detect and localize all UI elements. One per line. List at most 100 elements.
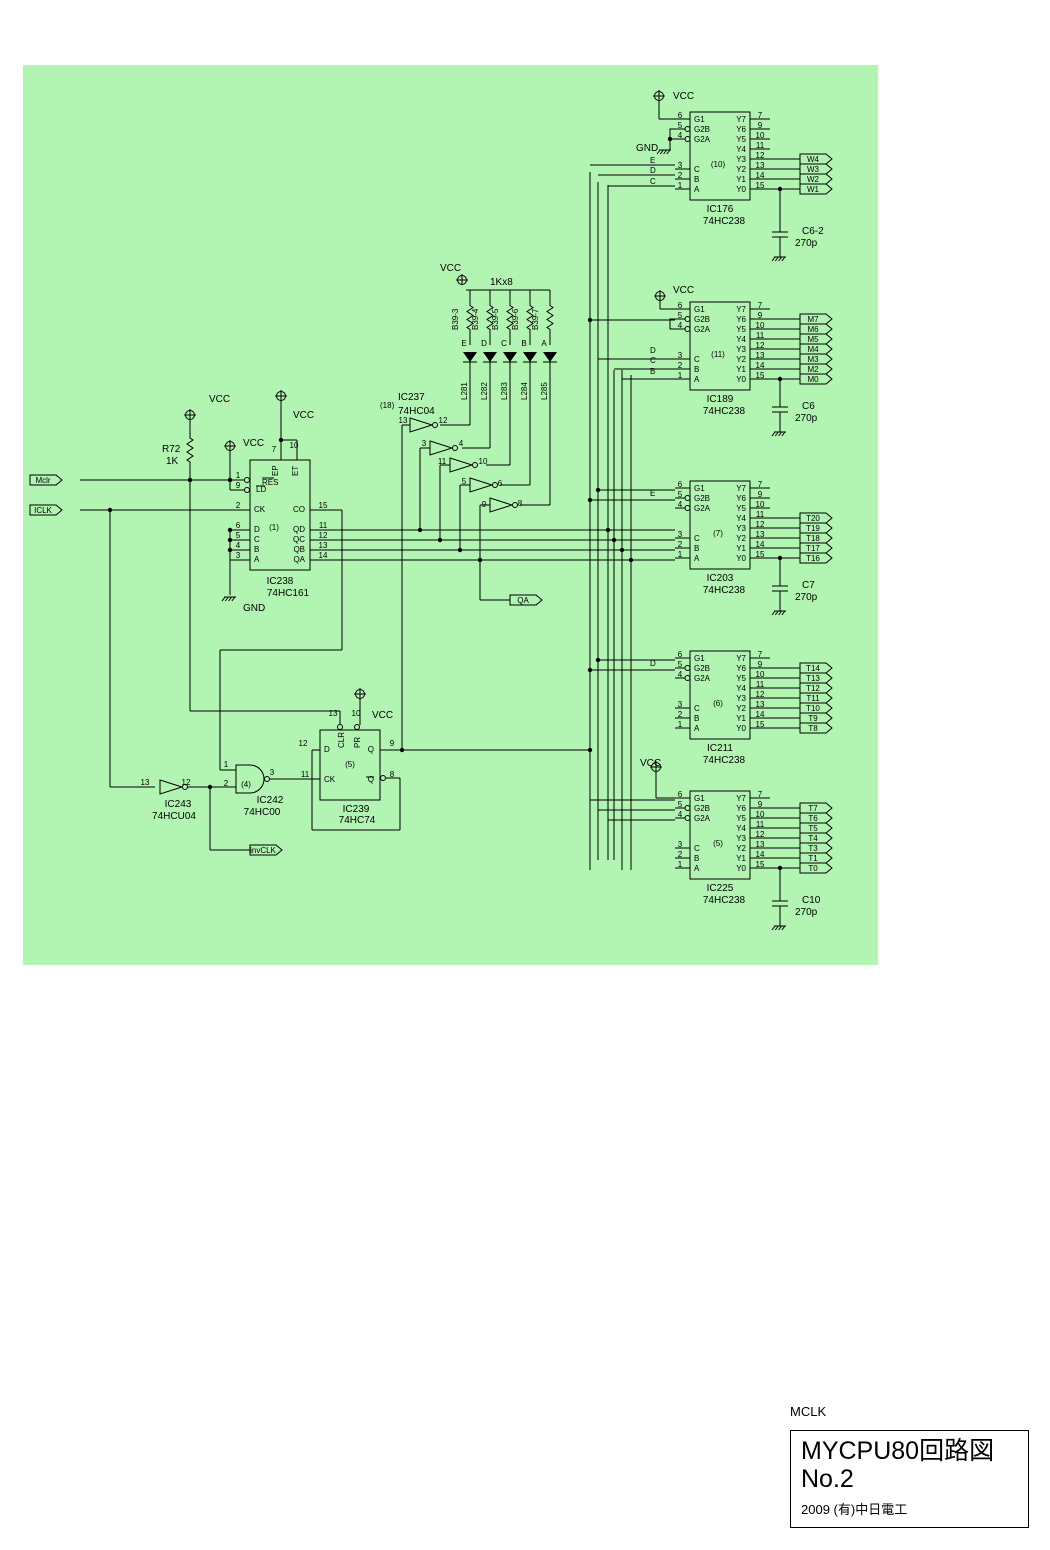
label: A [694, 185, 700, 194]
label: B39-4 [471, 308, 480, 330]
schematic-background [23, 65, 878, 965]
label: 9 [758, 660, 763, 669]
label: B [694, 365, 699, 374]
label: IC243 [165, 799, 192, 810]
label: Y2 [736, 165, 746, 174]
label: 270p [795, 413, 818, 424]
label: 10 [290, 441, 299, 450]
label: 74HC04 [398, 406, 435, 417]
inversion-bubble [684, 815, 691, 821]
label: G2A [694, 135, 711, 144]
label: VCC [673, 285, 694, 296]
inversion-bubble [452, 445, 458, 451]
label: Y4 [736, 145, 746, 154]
label: Y7 [736, 484, 746, 493]
inversion-bubble [354, 724, 360, 730]
wire [221, 596, 226, 602]
label: C6-2 [802, 226, 824, 237]
label: D [324, 745, 330, 754]
label: Y0 [736, 185, 746, 194]
label: VCC [673, 91, 694, 102]
label: 15 [756, 181, 765, 190]
label: D [650, 659, 656, 668]
label: 5 [678, 660, 683, 669]
signal-flag [799, 802, 833, 814]
label: G1 [694, 305, 705, 314]
inverter-symbol [159, 779, 184, 795]
label: 1 [678, 181, 683, 190]
label: Y5 [736, 135, 746, 144]
label: 10 [756, 670, 765, 679]
label: C [650, 177, 656, 186]
label: 7 [758, 650, 763, 659]
label: 4 [678, 810, 683, 819]
label: C10 [802, 895, 821, 906]
label: 15 [756, 860, 765, 869]
junction-dot [777, 865, 783, 871]
label: 1 [236, 471, 241, 480]
label: L284 [520, 382, 529, 400]
label: G1 [694, 484, 705, 493]
label: A [541, 339, 547, 348]
label: invCLK [250, 846, 276, 855]
label: 12 [756, 830, 765, 839]
label: T9 [808, 714, 818, 723]
label: 8 [518, 499, 523, 508]
label: 13 [756, 161, 765, 170]
label: 74HC238 [703, 755, 746, 766]
junction-dot [227, 527, 233, 533]
label: L285 [540, 382, 549, 400]
label: 270p [795, 238, 818, 249]
label: G1 [694, 794, 705, 803]
label: 74HC00 [244, 807, 281, 818]
label: VCC [293, 410, 314, 421]
signal-flag [799, 722, 833, 734]
junction-dot [595, 487, 601, 493]
label: C7 [802, 580, 815, 591]
inversion-bubble [512, 502, 518, 508]
label: IC242 [257, 795, 284, 806]
wire [663, 149, 667, 155]
label: 11 [756, 820, 765, 829]
label: IC237 [398, 392, 425, 403]
label: QD [293, 525, 305, 534]
wire [486, 290, 494, 345]
wire [778, 925, 782, 931]
flipflop-ic [319, 729, 381, 801]
label: 3 [678, 700, 683, 709]
label: 1K [166, 456, 179, 467]
label: 5 [236, 531, 241, 540]
label: Y3 [736, 524, 746, 533]
wire [771, 431, 776, 437]
junction-dot [227, 547, 233, 553]
wire [669, 128, 675, 140]
label: QC [293, 535, 305, 544]
inversion-bubble [244, 487, 250, 493]
label: IC238 [267, 576, 294, 587]
label: B [694, 544, 699, 553]
inversion-bubble [684, 126, 691, 132]
label: 12 [756, 520, 765, 529]
label: GND [243, 603, 265, 614]
label: 12 [319, 531, 328, 540]
label: 4 [459, 439, 464, 448]
label: Y2 [736, 704, 746, 713]
label: 12 [182, 778, 191, 787]
signal-flag [799, 832, 833, 844]
junction-dot [628, 557, 634, 563]
label: 10 [756, 500, 765, 509]
label: T17 [806, 544, 820, 553]
label: 5 [678, 490, 683, 499]
label: B39-7 [531, 308, 540, 330]
nand-gate [235, 764, 265, 794]
label: G1 [694, 654, 705, 663]
label: C6 [802, 401, 815, 412]
label: T11 [806, 694, 820, 703]
label: B [694, 714, 699, 723]
label: W2 [807, 175, 820, 184]
label: 1 [678, 371, 683, 380]
label: IC189 [707, 394, 734, 405]
junction-dot [227, 537, 233, 543]
label: (5) [713, 839, 723, 848]
led-symbol [483, 352, 497, 362]
